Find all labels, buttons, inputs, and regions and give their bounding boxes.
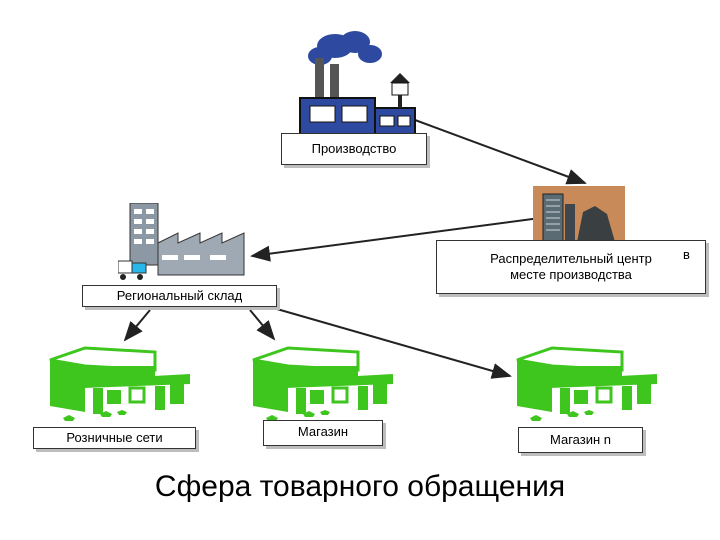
node-production-label: Производство — [311, 141, 397, 156]
city-icon — [533, 186, 625, 242]
diagram-title: Сфера товарного обращения — [154, 470, 566, 503]
arrow-regional-to-shop-n — [255, 302, 512, 379]
arrow-production-to-distribution — [414, 119, 587, 185]
node-retail-label: Розничные сети — [66, 430, 163, 445]
shop-icon — [252, 346, 393, 421]
node-distribution: Распределительный центр месте производст… — [436, 240, 706, 294]
node-retail: Розничные сети — [33, 427, 196, 449]
arrow-regional-to-shop — [249, 309, 276, 341]
node-shop: Магазин — [263, 420, 383, 446]
shop-icon — [49, 346, 190, 421]
node-production: Производство — [281, 133, 427, 165]
node-distribution-label-line2: месте производства — [510, 267, 632, 282]
warehouse-icon — [118, 203, 245, 280]
arrow-regional-to-retail — [123, 309, 151, 342]
node-shop-n: Магазин n — [518, 427, 643, 453]
node-shop-n-label: Магазин n — [550, 432, 611, 447]
factory-icon — [299, 31, 416, 138]
node-shop-label: Магазин — [297, 424, 349, 439]
arrow-distribution-to-regional — [250, 217, 541, 262]
shop-icon — [516, 346, 657, 421]
node-distribution-stray-word: в — [683, 247, 690, 262]
node-regional: Региональный склад — [82, 285, 277, 307]
node-distribution-label: Распределительный центр — [490, 251, 652, 266]
node-regional-label: Региональный склад — [116, 288, 243, 303]
